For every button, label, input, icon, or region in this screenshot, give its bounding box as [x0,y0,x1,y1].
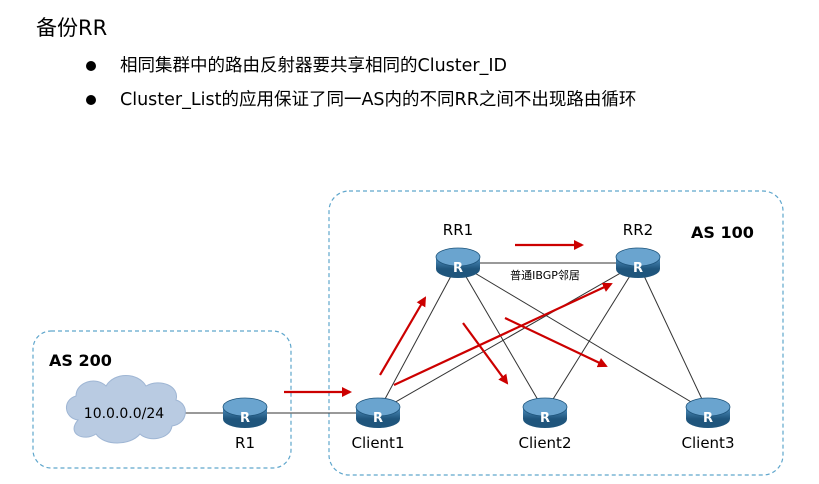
route-arrows [284,240,613,397]
bullet-dot-icon [86,95,96,105]
arrow-rr1-to-client3 [504,317,608,368]
arrow-rr1-to-client2 [462,322,509,385]
router-client3: R [685,397,731,428]
router-client2-icon: R [540,411,550,426]
router-client1-icon: R [373,411,383,426]
bullet-text: Cluster_List的应用保证了同一AS内的不同RR之间不出现路由循环 [120,90,637,110]
router-rr2: R [615,247,661,278]
bullet-list: 相同集群中的路由反射器要共享相同的Cluster_ID Cluster_List… [86,52,636,120]
router-r1-icon: R [240,411,250,426]
as200-label: AS 200 [49,351,112,370]
router-r1-label: R1 [235,434,255,452]
arrow-client1-to-rr2 [393,282,613,386]
router-client1-label: Client1 [352,434,405,452]
router-rr2-label: RR2 [623,221,653,239]
as200-boundary [32,330,292,469]
bullet-dot-icon [86,61,96,71]
network-cloud: 10.0.0.0/24 [66,375,186,444]
router-rr1: R [435,247,481,278]
page-title: 备份RR [36,16,108,40]
router-client3-label: Client3 [682,434,735,452]
router-rr1-label: RR1 [443,221,473,239]
router-client3-icon: R [703,411,713,426]
router-client2-label: Client2 [519,434,572,452]
as100-label: AS 100 [691,223,754,242]
ibgp-neighbor-label: 普通IBGP邻居 [510,268,580,282]
as100-boundary [328,190,784,476]
links [175,262,709,414]
bullet-item-cluster-id: 相同集群中的路由反射器要共享相同的Cluster_ID [86,52,636,86]
bullet-item-cluster-list: Cluster_List的应用保证了同一AS内的不同RR之间不出现路由循环 [86,86,636,120]
router-rr1-icon: R [453,261,463,276]
router-client1: R [355,397,401,428]
router-rr2-icon: R [633,261,643,276]
network-label: 10.0.0.0/24 [84,406,165,422]
bullet-text: 相同集群中的路由反射器要共享相同的Cluster_ID [120,56,507,76]
router-client2: R [522,397,568,428]
arrow-client1-to-rr1 [379,296,427,376]
router-r1: R [222,397,268,428]
